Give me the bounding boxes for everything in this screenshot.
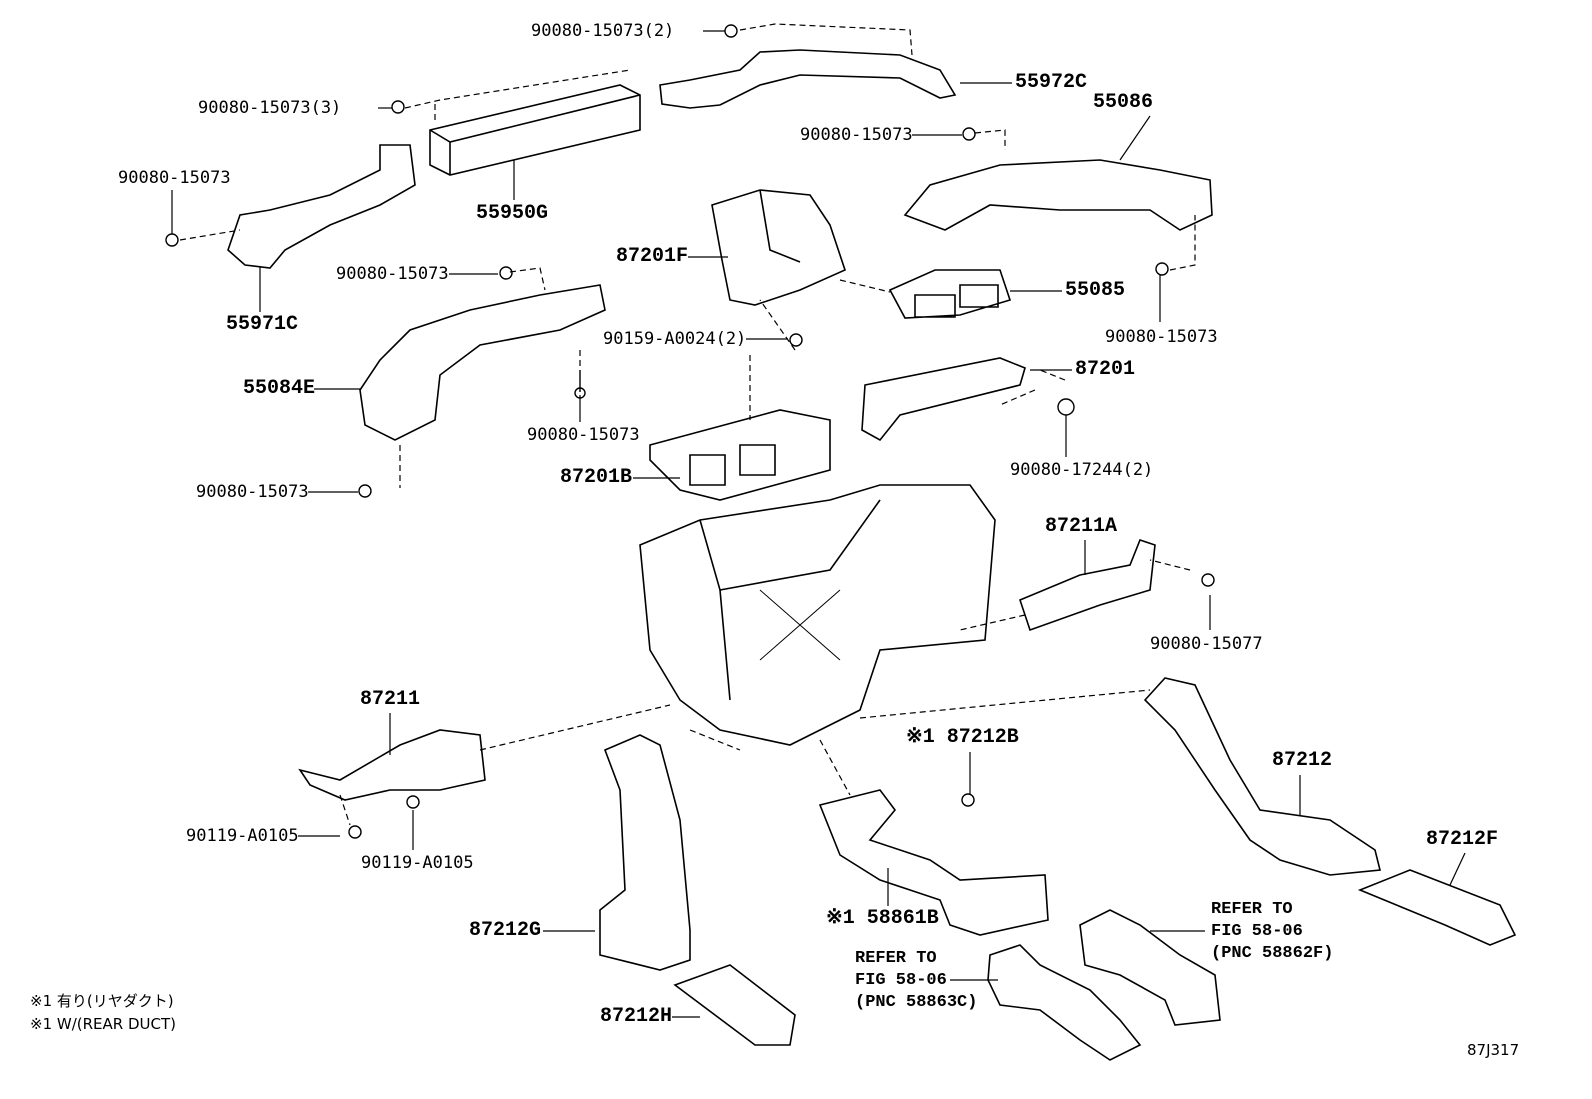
- callout-label: 87212: [1272, 749, 1333, 772]
- figure-code: 87J317: [1467, 1041, 1520, 1059]
- callout-label: 55971C: [226, 313, 299, 336]
- callout-label: 87211A: [1045, 515, 1118, 538]
- callout-label: 90080-15073: [336, 264, 449, 284]
- leader-lines: [171, 30, 1466, 1018]
- reference-line: FIG 58-06: [855, 971, 947, 990]
- reference-line: REFER TO: [855, 949, 937, 968]
- callout-label: 90080-15073: [1105, 327, 1218, 347]
- part-heater-unit: [639, 484, 996, 746]
- reference-line: FIG 58-06: [1211, 922, 1303, 941]
- assembly-dashed-lines: [179, 23, 1196, 826]
- callout-label: 90080-15073(2): [531, 21, 675, 41]
- part-55972C: [659, 49, 957, 109]
- callout-label: 90080-15077: [1150, 634, 1263, 654]
- callout-label: 87201F: [616, 245, 689, 268]
- part-58863C: [987, 944, 1142, 1061]
- footnote-jp: ※1 有り(リヤダクト): [30, 992, 174, 1010]
- part-55950G: [429, 84, 641, 176]
- callout-label: ※1 58861B: [826, 907, 939, 930]
- callout-label: 90080-15073(3): [198, 98, 342, 118]
- part-58862F: [1079, 909, 1221, 1026]
- callout-label: 90119-A0105: [186, 826, 299, 846]
- callout-label: 87211: [360, 688, 421, 711]
- callout-label: 90080-17244(2): [1010, 460, 1154, 480]
- callout-label: 90119-A0105: [361, 853, 474, 873]
- part-87212H: [673, 964, 796, 1046]
- callout-label: 87212F: [1426, 828, 1499, 851]
- callout-label: 90080-15073: [118, 168, 231, 188]
- callout-label: 55084E: [243, 377, 316, 400]
- callout-label: 55086: [1093, 91, 1154, 114]
- part-87201B: [649, 409, 831, 501]
- bolt-icons: [165, 24, 1215, 839]
- callout-label: ※1 87212B: [906, 726, 1019, 749]
- part-87211A: [1019, 539, 1156, 632]
- reference-line: (PNC 58862F): [1211, 944, 1334, 963]
- callout-label: 90080-15073: [196, 482, 309, 502]
- callout-label: 87212G: [469, 919, 542, 942]
- callout-label: 87201: [1075, 358, 1136, 381]
- reference-note-58862F: REFER TO FIG 58-06 (PNC 58862F): [1211, 899, 1333, 965]
- part-55971C: [227, 144, 416, 269]
- part-58861B: [818, 789, 1049, 936]
- part-87211: [298, 729, 486, 801]
- callout-label: 90080-15073: [800, 125, 913, 145]
- part-87212F: [1357, 869, 1517, 946]
- callout-label: 55950G: [476, 202, 549, 225]
- part-87212: [1143, 677, 1382, 876]
- part-55084E: [359, 284, 606, 441]
- footnote-en: ※1 W/(REAR DUCT): [30, 1015, 176, 1033]
- callout-label: 87212H: [600, 1005, 673, 1028]
- part-87201F: [711, 189, 846, 306]
- part-55085: [888, 269, 1012, 319]
- reference-line: REFER TO: [1211, 900, 1293, 919]
- callout-label: 55972C: [1015, 71, 1088, 94]
- callout-label: 87201B: [560, 466, 633, 489]
- callout-label: 90080-15073: [527, 425, 640, 445]
- part-87212G: [599, 734, 691, 971]
- callout-label: 90159-A0024(2): [603, 329, 747, 349]
- reference-line: (PNC 58863C): [855, 993, 978, 1012]
- callout-label: 55085: [1065, 279, 1126, 302]
- part-55086: [903, 159, 1213, 231]
- reference-note-58863C: REFER TO FIG 58-06 (PNC 58863C): [855, 948, 977, 1014]
- part-87201: [861, 357, 1026, 442]
